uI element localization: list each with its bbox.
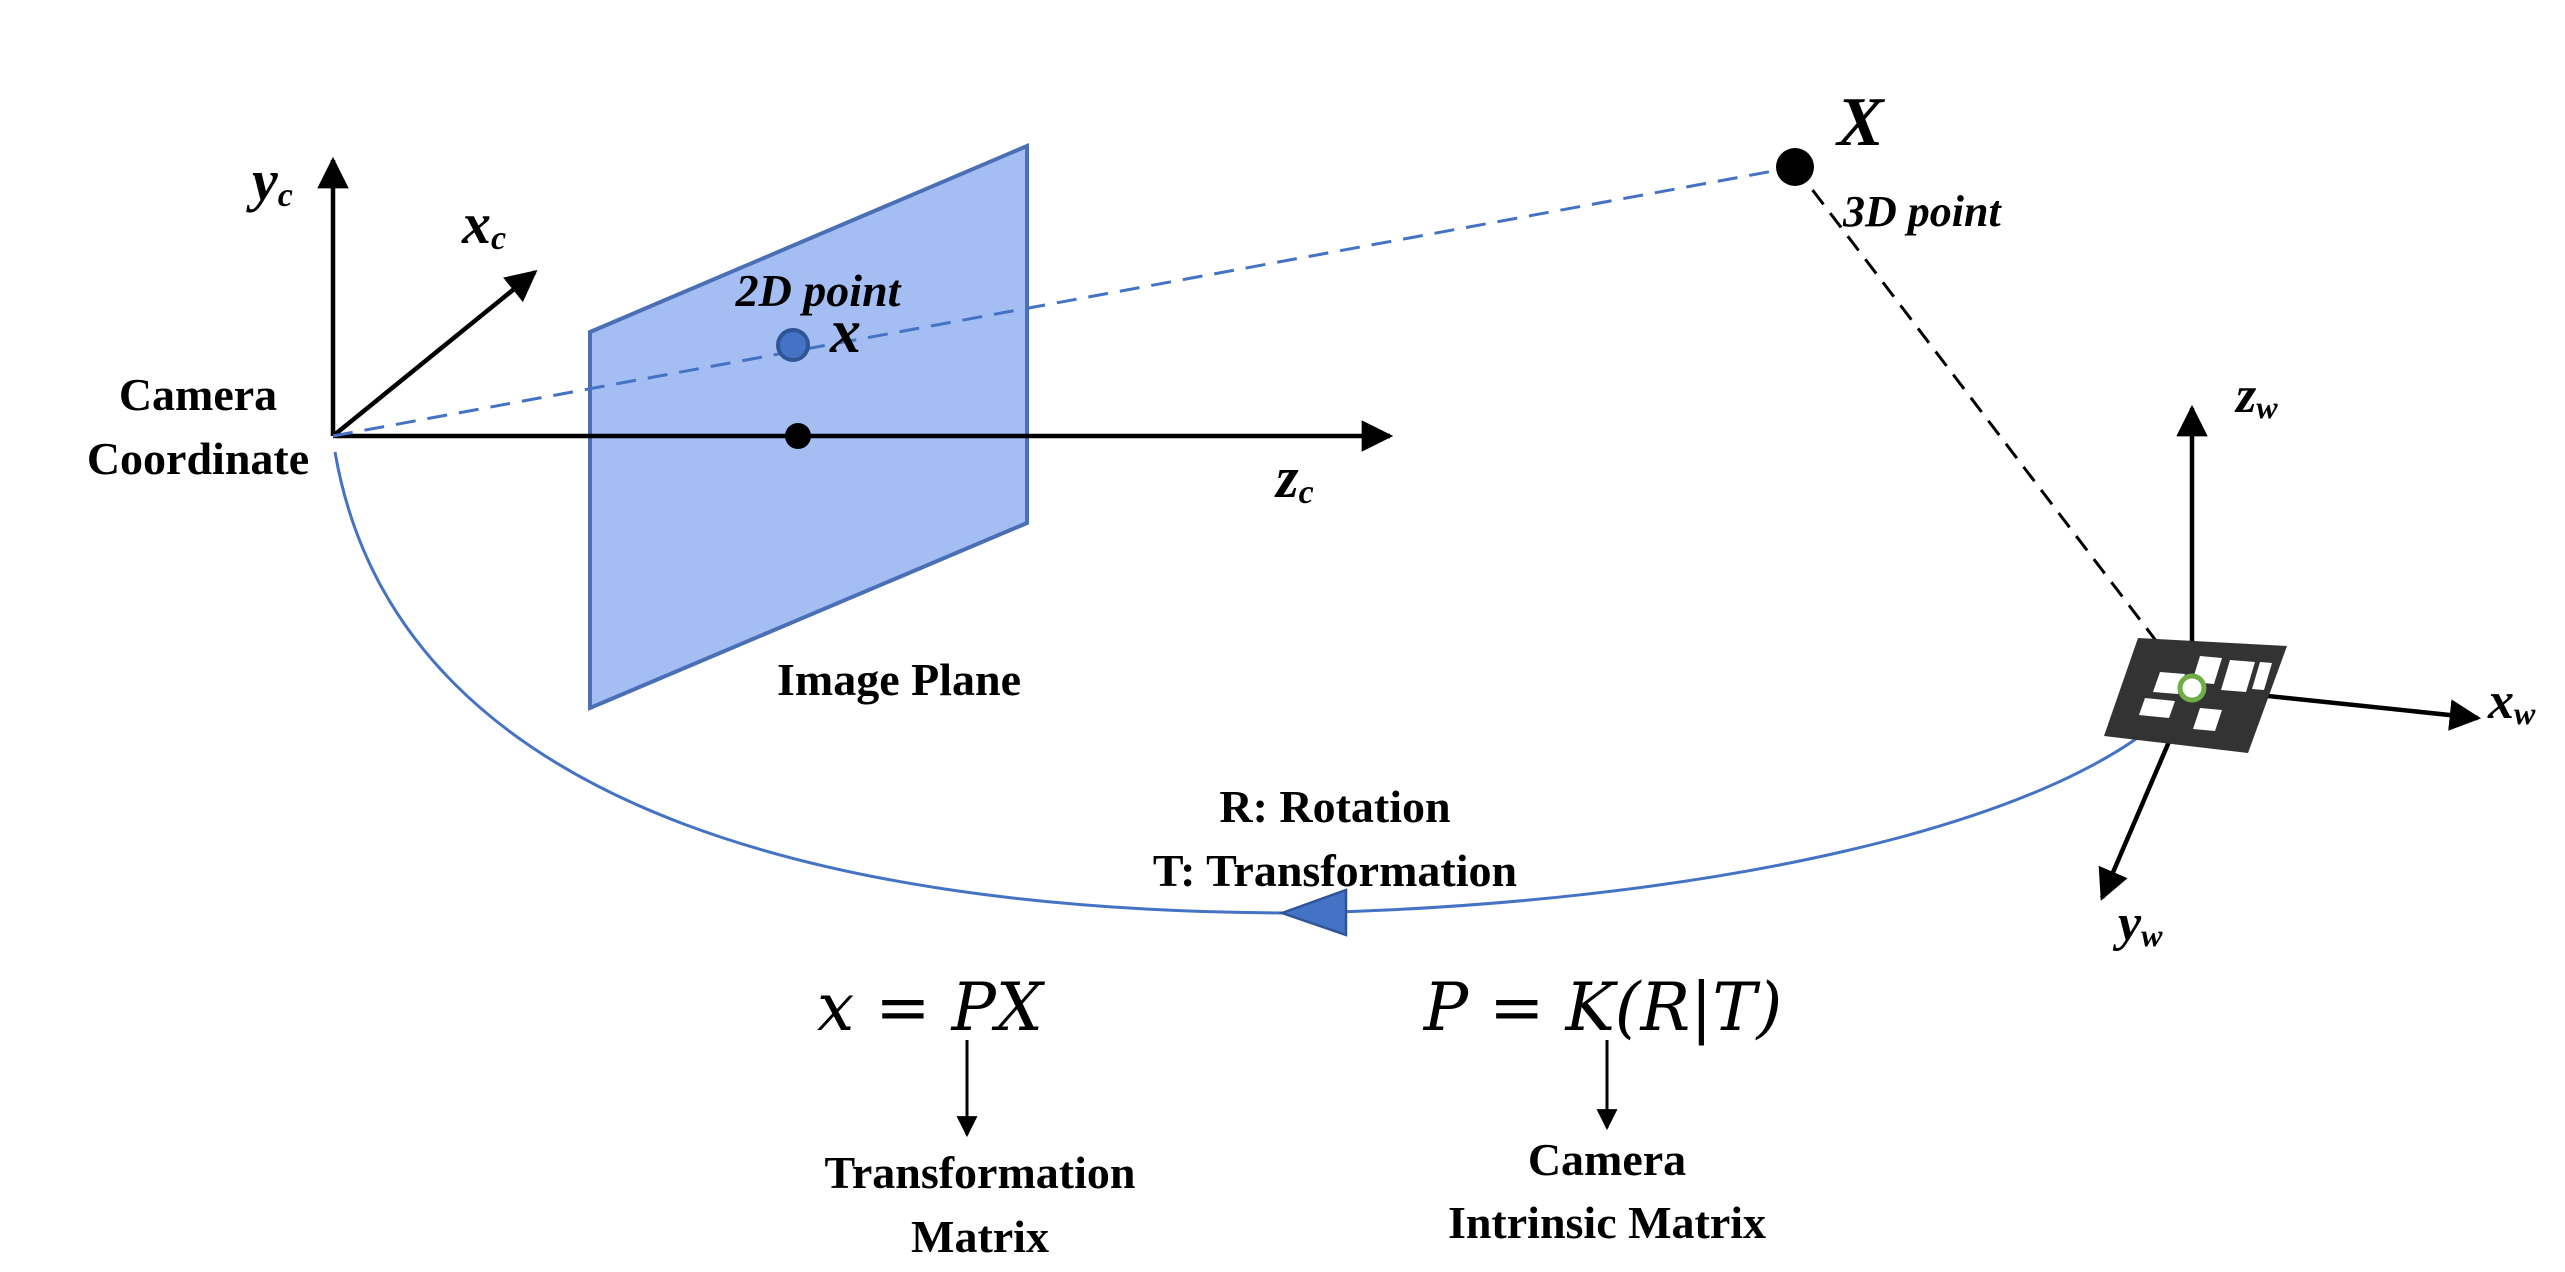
camera-label-line1: Camera <box>119 369 277 420</box>
world-point-symbol: X <box>1835 84 1886 161</box>
matrix-caption-line2: Intrinsic Matrix <box>1448 1197 1766 1248</box>
image-plane-label: Image Plane <box>777 654 1021 705</box>
world-x-label: xw <box>2487 673 2536 731</box>
image-plane <box>588 142 1029 712</box>
camera-matrix-equation: P = K(R|T) <box>1423 969 1782 1046</box>
fiducial-marker-icon <box>2104 638 2287 753</box>
projected-point <box>776 328 810 362</box>
camera-z-label: zc <box>1274 445 1314 511</box>
world-z-label: zw <box>2234 367 2278 425</box>
world-point-label: 3D point <box>1842 187 2002 236</box>
world-y-label: yw <box>2112 895 2163 953</box>
matrix-caption-line1: Camera <box>1528 1134 1686 1185</box>
world-point-link <box>1793 166 2194 689</box>
camera-x-axis <box>331 270 538 438</box>
camera-label-line2: Coordinate <box>87 433 309 484</box>
rotation-label: R: Rotation <box>1219 781 1450 832</box>
translation-label: T: Transformation <box>1153 845 1517 896</box>
projected-point-label: 2D point <box>735 265 902 316</box>
camera-y-label: yc <box>246 148 293 214</box>
world-point <box>1776 148 1814 186</box>
projection-ray <box>332 165 1796 438</box>
projected-point-symbol: x <box>829 298 861 366</box>
transform-arc <box>333 451 2194 915</box>
transform-arrowhead <box>1278 888 1348 937</box>
projection-equation: x = PX <box>817 969 1046 1046</box>
projection-caption-line2: Matrix <box>911 1211 1049 1262</box>
principal-point <box>785 423 811 449</box>
camera-x-label: xc <box>461 191 506 257</box>
projection-caption-line1: Transformation <box>825 1147 1136 1198</box>
